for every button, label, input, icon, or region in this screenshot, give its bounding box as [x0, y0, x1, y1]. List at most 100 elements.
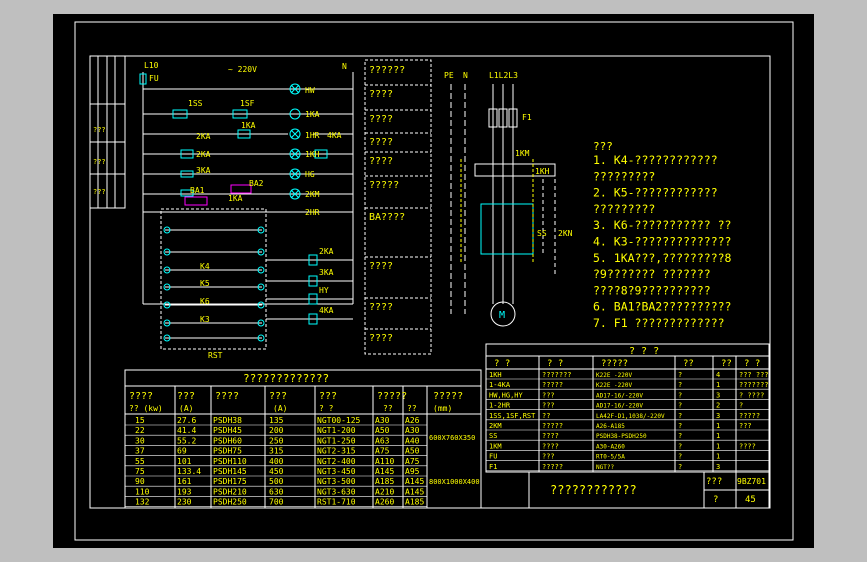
- parts-cell: ?: [678, 422, 682, 430]
- terminal-left: [163, 301, 171, 309]
- terminal-block: [160, 208, 267, 350]
- spec-cell: NGT3-450: [317, 467, 356, 476]
- parts-cell: A30-A260: [596, 443, 625, 450]
- supply-neutral: N: [342, 62, 347, 71]
- parts-cell: ???: [542, 453, 555, 461]
- terminal-left: [163, 266, 171, 274]
- parts-cell: ???: [739, 422, 752, 430]
- spec-header: ?????: [377, 391, 407, 402]
- parts-cell: ?: [678, 432, 682, 440]
- parts-cell: ????: [542, 432, 559, 440]
- parts-header: ??: [721, 359, 732, 369]
- terminal-right: [257, 301, 265, 309]
- note-line: ????8?9??????????: [593, 283, 711, 297]
- power-ss: SS: [537, 229, 547, 238]
- parts-header: ? ?: [494, 359, 510, 369]
- note-line: 7. F1 ?????????????: [593, 316, 725, 330]
- rev-label-2: ???: [93, 158, 106, 166]
- spec-cell: 250: [269, 436, 284, 445]
- rev-label-3: ???: [93, 188, 106, 196]
- spec-cell: 75: [135, 467, 145, 476]
- spec-header: ???: [319, 391, 337, 402]
- parts-cell: AD17-16/-220V: [596, 403, 643, 410]
- spec-subheader: (A): [273, 404, 287, 413]
- spec-cell: 450: [269, 467, 284, 476]
- notes-column-text: ????: [369, 333, 393, 344]
- spec-subheader: ??: [407, 404, 417, 413]
- note-line: ?9??????? ???????: [593, 267, 711, 281]
- parts-cell: ? ????: [739, 391, 764, 399]
- spec-cell: 37: [135, 447, 145, 456]
- k-label: K3: [200, 315, 210, 324]
- spec-cell: A185: [375, 477, 394, 486]
- parts-cell: 1: [716, 442, 720, 450]
- parts-cell: 2KM: [489, 422, 502, 430]
- coil-label: 4KA: [319, 306, 334, 315]
- notes-column-text: ????: [369, 261, 393, 272]
- parts-header: ?????: [601, 359, 628, 369]
- coil-label: HY: [319, 286, 329, 295]
- spec-cell: NGT2-400: [317, 457, 356, 466]
- parts-cell: 2: [716, 402, 720, 410]
- note-line: 4. K3-??????????????: [593, 235, 731, 249]
- note-line: ?????????: [593, 169, 655, 183]
- spec-cell: 133.4: [177, 467, 201, 476]
- terminal-right: [257, 334, 265, 342]
- parts-cell: ?: [739, 402, 743, 410]
- spec-subheader: (A): [179, 404, 193, 413]
- spec-cell: A75: [405, 457, 420, 466]
- title-block: [528, 471, 770, 509]
- spec-cell: A50: [375, 426, 390, 435]
- spec-cell: NGT1-250: [317, 436, 356, 445]
- lamp-label: 2KM: [305, 190, 320, 199]
- title-block-name: ????????????: [550, 483, 637, 497]
- parts-cell: HW,HG,HY: [489, 391, 524, 399]
- spec-cell: 400: [269, 457, 284, 466]
- spec-cell: 41.4: [177, 426, 196, 435]
- title-block-code: 9BZ701: [737, 477, 766, 486]
- alarm-contacts: [184, 184, 252, 206]
- supply-l10: L10: [144, 61, 159, 70]
- notes-title: ???: [593, 140, 613, 153]
- lamp-label: 1KH: [305, 150, 320, 159]
- terminal-right: [257, 266, 265, 274]
- contact-ba1: BA1: [190, 186, 205, 195]
- parts-cell: 1: [716, 422, 720, 430]
- coil-symbol: [308, 313, 318, 325]
- spec-subheader: ??: [383, 404, 393, 413]
- spec-cell: 135: [269, 416, 284, 425]
- parts-cell: 1KM: [489, 442, 502, 450]
- spec-cell: PSDH45: [213, 426, 242, 435]
- spec-cell: A185: [405, 498, 424, 507]
- parts-cell: 3: [716, 391, 720, 399]
- contact-1sf: 1SF: [240, 99, 255, 108]
- spec-cell: NGT2-315: [317, 447, 356, 456]
- spec-cell: 27.6: [177, 416, 196, 425]
- parts-cell: ?????: [542, 381, 563, 389]
- notes-column-text: ??????: [369, 65, 405, 76]
- notes-column: [364, 59, 432, 355]
- supply-fu: FU: [149, 74, 159, 83]
- coil-label: 3KA: [319, 268, 334, 277]
- spec-cell: NGT1-200: [317, 426, 356, 435]
- notes-column-labels: ???????????????????????????BA???????????…: [365, 65, 431, 344]
- spec-cell: 30: [135, 436, 145, 445]
- control-symbols: [139, 73, 328, 200]
- parts-cell: RT0-5/5A: [596, 454, 625, 461]
- lamp-label: 1HR: [305, 131, 320, 140]
- parts-cell: K22E -220V: [596, 372, 633, 379]
- parts-cell: ????: [542, 442, 559, 450]
- parts-cell: F1: [489, 463, 497, 471]
- spec-cell: A145: [375, 467, 394, 476]
- spec-cell: 55: [135, 457, 145, 466]
- parts-cell: 3: [716, 412, 720, 420]
- parts-cell: ???????: [542, 371, 572, 379]
- spec-cell: PSDH38: [213, 416, 242, 425]
- spec-cell: A26: [405, 416, 420, 425]
- parts-cell: 1KH: [489, 371, 502, 379]
- terminal-right: [257, 283, 265, 291]
- parts-cell: ???: [542, 402, 555, 410]
- spec-cell: A50: [405, 447, 420, 456]
- parts-cell: ?: [678, 453, 682, 461]
- notes-column-text: ?????: [369, 180, 399, 191]
